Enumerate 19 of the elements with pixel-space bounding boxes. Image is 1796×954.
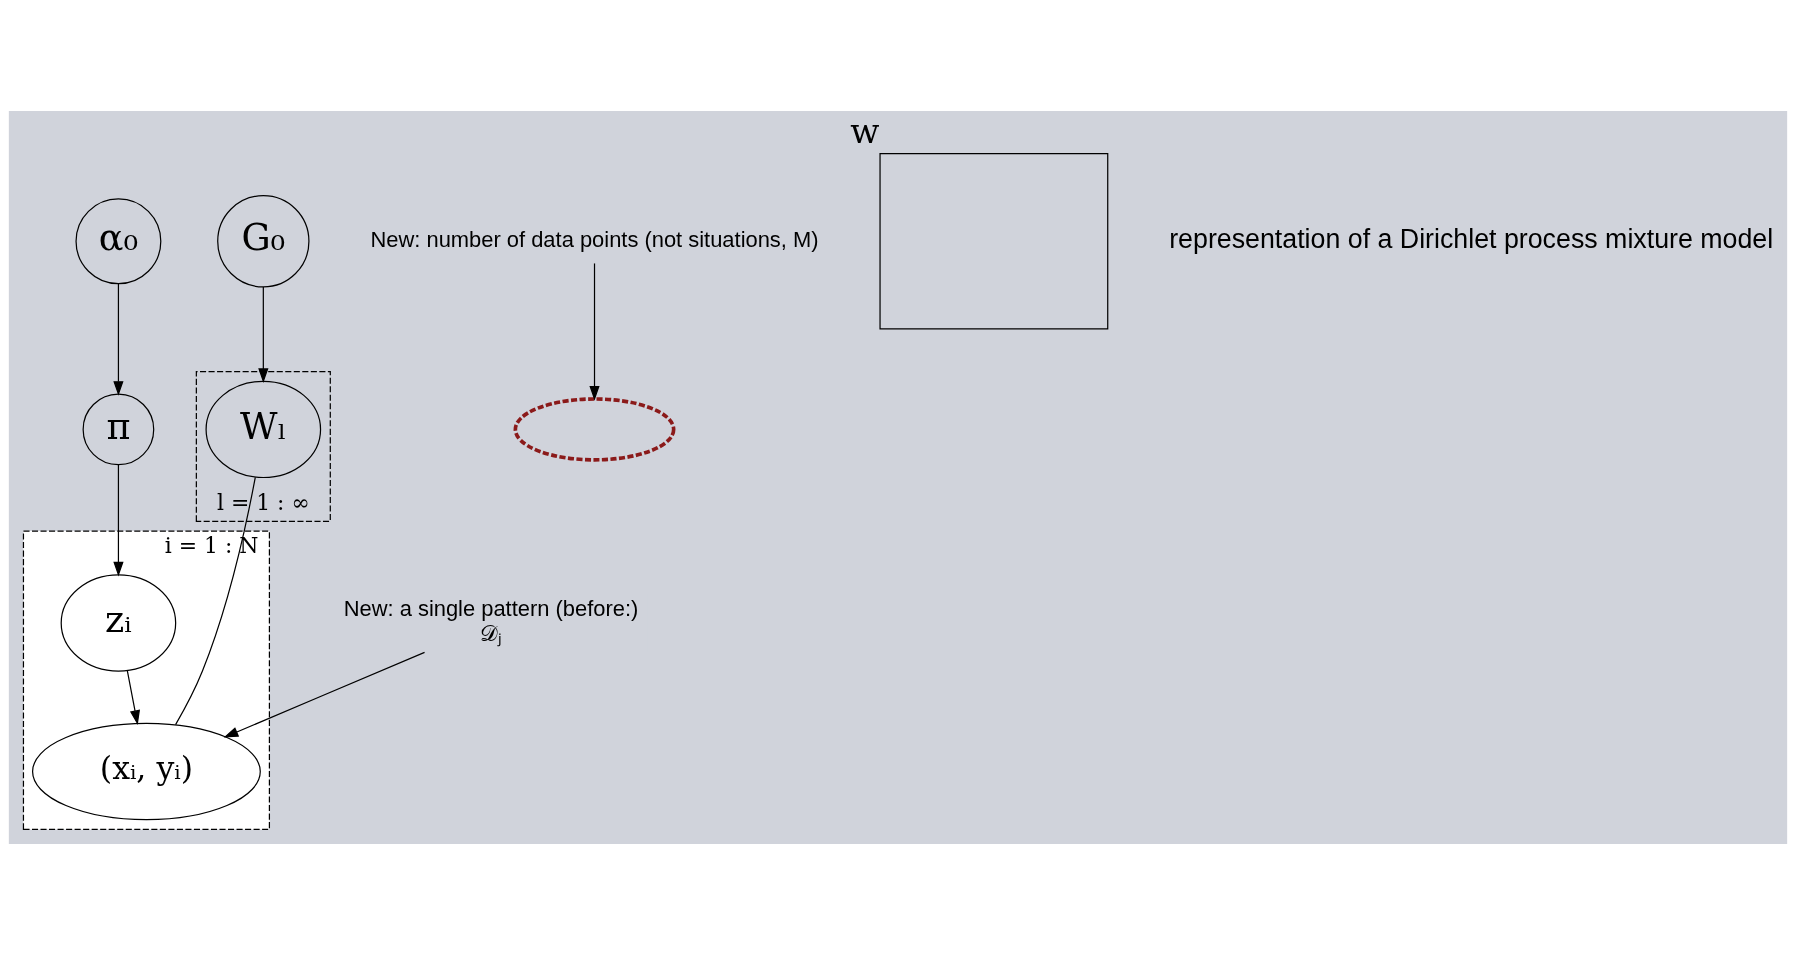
arrow [113, 282, 124, 396]
node-ellipse: zᵢ [60, 573, 177, 672]
node-text: New: number of data points (not situations, M) [370, 226, 819, 252]
arrow [589, 262, 600, 401]
node-circle: π [82, 393, 155, 465]
arrow [113, 463, 124, 576]
node-box [879, 152, 1109, 330]
node-ellipse [513, 396, 676, 462]
node-ellipse: (xᵢ, yᵢ) [32, 722, 261, 820]
node-text: New: a single pattern (before:) 𝒟ⱼ [343, 595, 639, 646]
node-circle: G₀ [217, 194, 310, 287]
arrow [223, 651, 426, 738]
node-ellipse: Wₗ [205, 380, 322, 478]
arrow [126, 669, 140, 725]
node-label: w [850, 110, 880, 151]
connector [174, 476, 256, 725]
arrow [258, 285, 269, 383]
node-circle: α₀ [75, 197, 162, 284]
label: representation of a Dirichlet process mixture model [1169, 223, 1774, 254]
